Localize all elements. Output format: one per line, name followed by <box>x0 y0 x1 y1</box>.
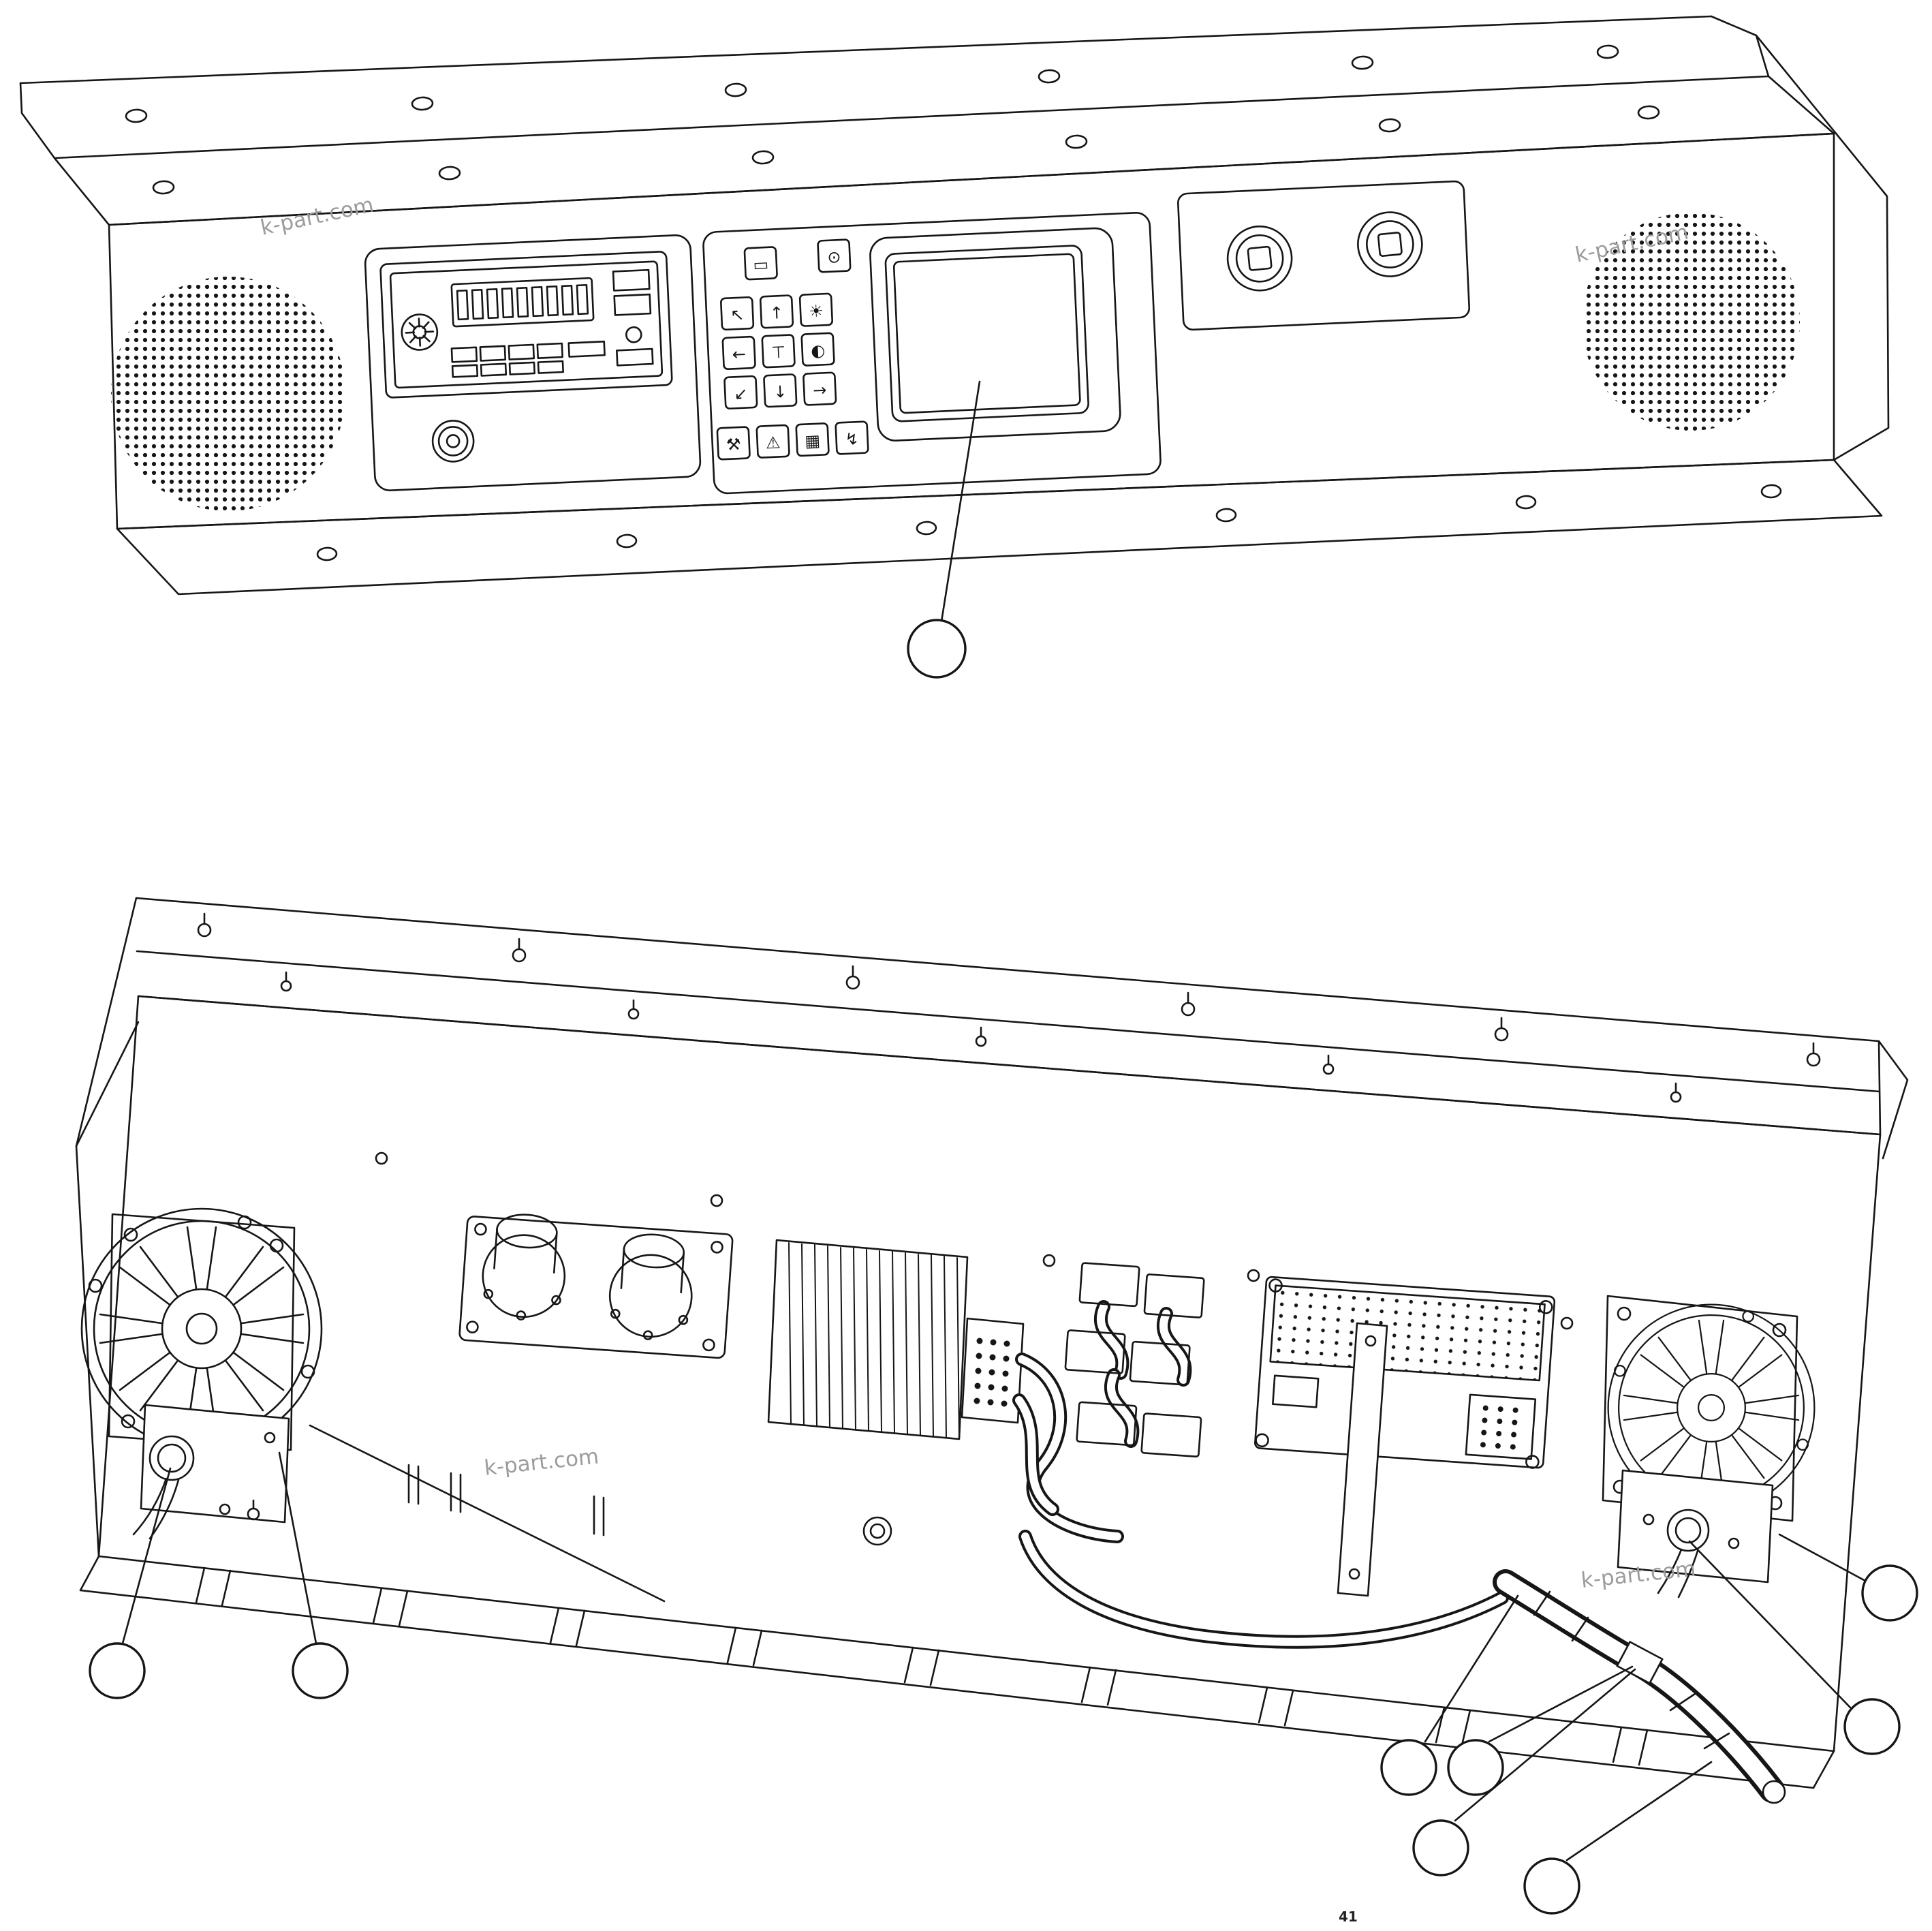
watermark: k-part.com <box>1580 1557 1697 1593</box>
keypad-button-arrow-up-left <box>720 296 755 331</box>
gauge-right <box>1357 211 1423 277</box>
callout-leader <box>1424 1594 1519 1743</box>
keypad-button-display <box>743 246 778 281</box>
callout-balloon[interactable] <box>1412 1819 1469 1876</box>
face-slots-and-fasteners <box>247 1152 1574 1546</box>
right-speaker-bracket <box>1617 1469 1774 1584</box>
left-speaker-rear <box>80 1207 323 1540</box>
vent-canisters <box>458 1214 734 1359</box>
callout-leader <box>1454 1668 1636 1822</box>
controller-connector <box>961 1317 1025 1424</box>
hose-clamp <box>1616 1641 1664 1684</box>
callout-balloon[interactable] <box>1861 1564 1918 1622</box>
arrow-down-icon: ↓ <box>773 382 788 402</box>
grid-icon: ▦ <box>805 431 821 451</box>
heatsink-fins <box>788 1242 960 1440</box>
gauge-left <box>1226 225 1293 292</box>
display-monitor <box>869 227 1121 442</box>
keypad-button-arrow-right <box>803 371 837 406</box>
bolt-icon: ↯ <box>845 429 859 449</box>
contrast-icon: ◐ <box>811 341 826 360</box>
power-knob <box>431 420 475 463</box>
keypad-button-warning <box>755 424 790 459</box>
relay-block <box>1064 1262 1205 1458</box>
radio-tuning-knob <box>401 313 439 351</box>
tool-post-icon: ⊤ <box>771 343 786 362</box>
arrow-up-left-icon: ↖ <box>730 305 744 325</box>
wiring-harness <box>1012 1300 1509 1649</box>
rear-face-crease <box>309 1424 666 1603</box>
callout-balloon[interactable] <box>89 1642 146 1699</box>
keypad-button-arrow-down-left <box>723 375 758 410</box>
callout-balloon[interactable] <box>1447 1739 1504 1796</box>
arrow-right-icon: → <box>813 380 827 400</box>
left-speaker-bracket <box>140 1404 290 1524</box>
page-number: 41 <box>1339 1909 1358 1925</box>
radio-rear-unit <box>1254 1276 1556 1469</box>
radio-head-unit <box>364 234 702 491</box>
strap-bracket <box>1337 1322 1388 1597</box>
front-mounting-screws <box>125 44 1660 195</box>
callout-leader <box>121 1467 172 1645</box>
rear-mounting-studs <box>197 912 1821 1103</box>
gauge-panel <box>1177 180 1470 331</box>
callout-balloon[interactable] <box>907 619 967 679</box>
console-front-view: ▭ ⊙ ↖ ↑ ☀ ← ⊤ ◐ ↙ ↓ → ⚒ ⚠ ▦ ↯ <box>19 15 1890 596</box>
controller-unit <box>767 1239 1025 1440</box>
keypad-button-grid <box>795 422 830 457</box>
keypad-button-bolt <box>835 420 869 455</box>
radio-rear-perforation <box>1269 1284 1546 1382</box>
callout-leader <box>1778 1533 1867 1582</box>
radio-rear-connector <box>1465 1393 1537 1460</box>
control-keypad: ▭ ⊙ ↖ ↑ ☀ ← ⊤ ◐ ↙ ↓ → ⚒ ⚠ ▦ ↯ <box>716 238 869 461</box>
callout-balloon[interactable] <box>1843 1698 1901 1755</box>
callout-leader <box>278 1451 317 1645</box>
left-speaker-grille <box>111 277 345 511</box>
keypad-button-hammer <box>716 426 751 461</box>
power-icon: ⊙ <box>827 247 841 267</box>
arrow-up-icon: ↑ <box>769 303 783 323</box>
keypad-button-arrow-up <box>759 294 794 329</box>
keypad-button-contrast <box>800 332 835 367</box>
drain-hose <box>1493 1569 1786 1804</box>
callout-leader <box>1488 1665 1634 1743</box>
radio-display-segments <box>456 284 589 321</box>
hose-ribs <box>1533 1590 1730 1750</box>
callouts <box>89 380 1918 1915</box>
right-speaker-connector <box>1642 1509 1740 1598</box>
watermark: k-part.com <box>258 193 376 241</box>
callout-balloon[interactable] <box>1523 1857 1580 1915</box>
keypad-button-tool <box>761 334 796 369</box>
arrow-left-icon: ← <box>732 344 746 364</box>
radio-buttons <box>450 268 654 378</box>
right-speaker-grille <box>1582 213 1800 431</box>
callout-leader <box>1688 1540 1852 1709</box>
keypad-button-arrow-left <box>721 335 756 370</box>
callout-leader <box>1565 1761 1713 1862</box>
right-speaker-rear <box>1602 1295 1816 1598</box>
front-bottom-flange <box>116 459 1883 596</box>
keypad-button-power <box>817 238 852 273</box>
callout-balloon[interactable] <box>1380 1739 1437 1796</box>
control-panel: ▭ ⊙ ↖ ↑ ☀ ← ⊤ ◐ ↙ ↓ → ⚒ ⚠ ▦ ↯ <box>702 211 1162 495</box>
keypad-button-arrow-down <box>763 373 798 408</box>
console-rear-view <box>75 897 1909 1804</box>
canister-right <box>608 1233 693 1340</box>
arrow-down-left-icon: ↙ <box>734 384 748 403</box>
watermark: k-part.com <box>483 1445 600 1481</box>
hammer-icon: ⚒ <box>726 435 741 454</box>
callout-balloon[interactable] <box>292 1642 349 1699</box>
sun-icon: ☀ <box>809 301 824 321</box>
keypad-button-sun <box>798 292 834 327</box>
radio-display <box>450 277 595 328</box>
display-icon: ▭ <box>753 255 769 275</box>
monitor-screen <box>892 253 1081 414</box>
canister-left <box>482 1214 566 1320</box>
warning-icon: ⚠ <box>765 433 781 452</box>
rear-bottom-rail <box>79 1555 1835 1789</box>
callout-leader <box>940 380 981 623</box>
